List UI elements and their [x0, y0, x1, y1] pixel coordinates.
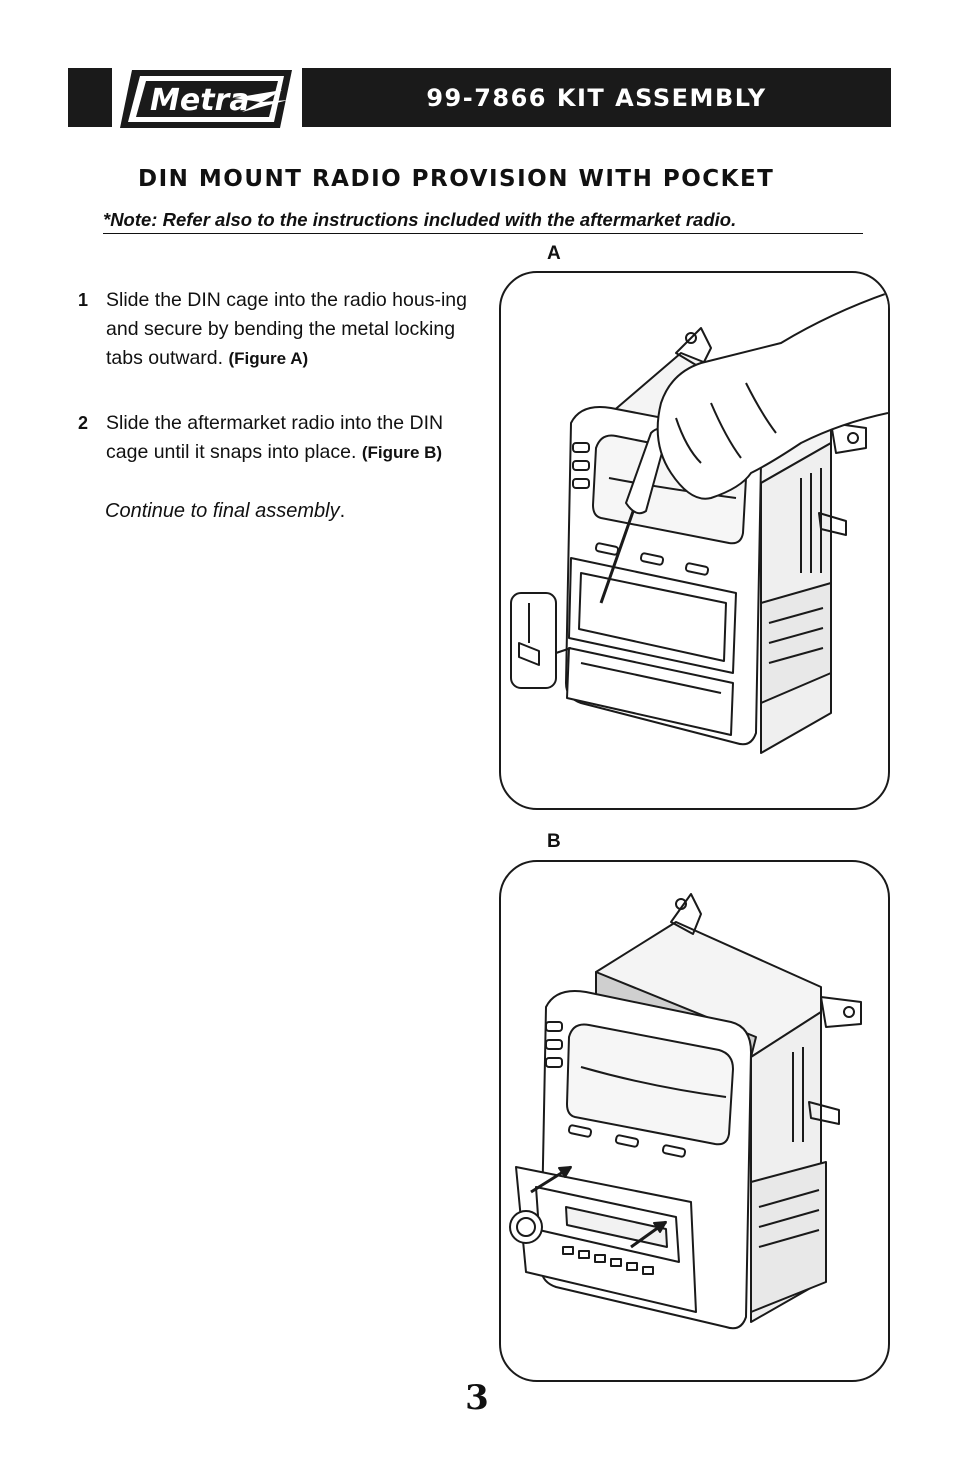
- step-1: 1 Slide the DIN cage into the radio hous…: [78, 286, 478, 373]
- figure-ref: (Figure B): [361, 443, 443, 462]
- section-title: DIN MOUNT RADIO PROVISION WITH POCKET: [138, 166, 775, 192]
- continue-instruction: Continue to final assembly.: [105, 500, 345, 523]
- step-body: Slide the DIN cage into the radio hous-i…: [106, 289, 467, 369]
- note-text: *Note: Refer also to the instructions in…: [103, 209, 863, 234]
- step-text: Slide the DIN cage into the radio hous-i…: [106, 286, 478, 373]
- figure-b-illustration: [509, 893, 862, 1330]
- figure-a-illustration: [510, 292, 888, 754]
- step-body: Slide the aftermarket radio into the DIN…: [106, 412, 444, 463]
- step-text: Slide the aftermarket radio into the DIN…: [106, 409, 478, 467]
- continue-period: .: [339, 500, 346, 522]
- figure-a-label: A: [547, 243, 561, 264]
- metra-logo: Metra: [112, 68, 302, 130]
- figure-b-label: B: [547, 831, 561, 852]
- step-2: 2 Slide the aftermarket radio into the D…: [78, 409, 478, 467]
- svg-text:Metra: Metra: [150, 83, 250, 118]
- figure-a: [499, 271, 890, 810]
- continue-text: Continue to final assembly: [105, 500, 340, 522]
- step-number: 2: [78, 413, 89, 433]
- header-title: 99-7866 KIT ASSEMBLY: [426, 83, 767, 112]
- page-number: 3: [465, 1378, 489, 1418]
- figure-b: [499, 860, 890, 1382]
- figure-ref: (Figure A): [228, 349, 309, 368]
- step-number: 1: [78, 290, 89, 310]
- header-bar: 99-7866 KIT ASSEMBLY: [302, 68, 891, 127]
- header-block: [68, 68, 112, 127]
